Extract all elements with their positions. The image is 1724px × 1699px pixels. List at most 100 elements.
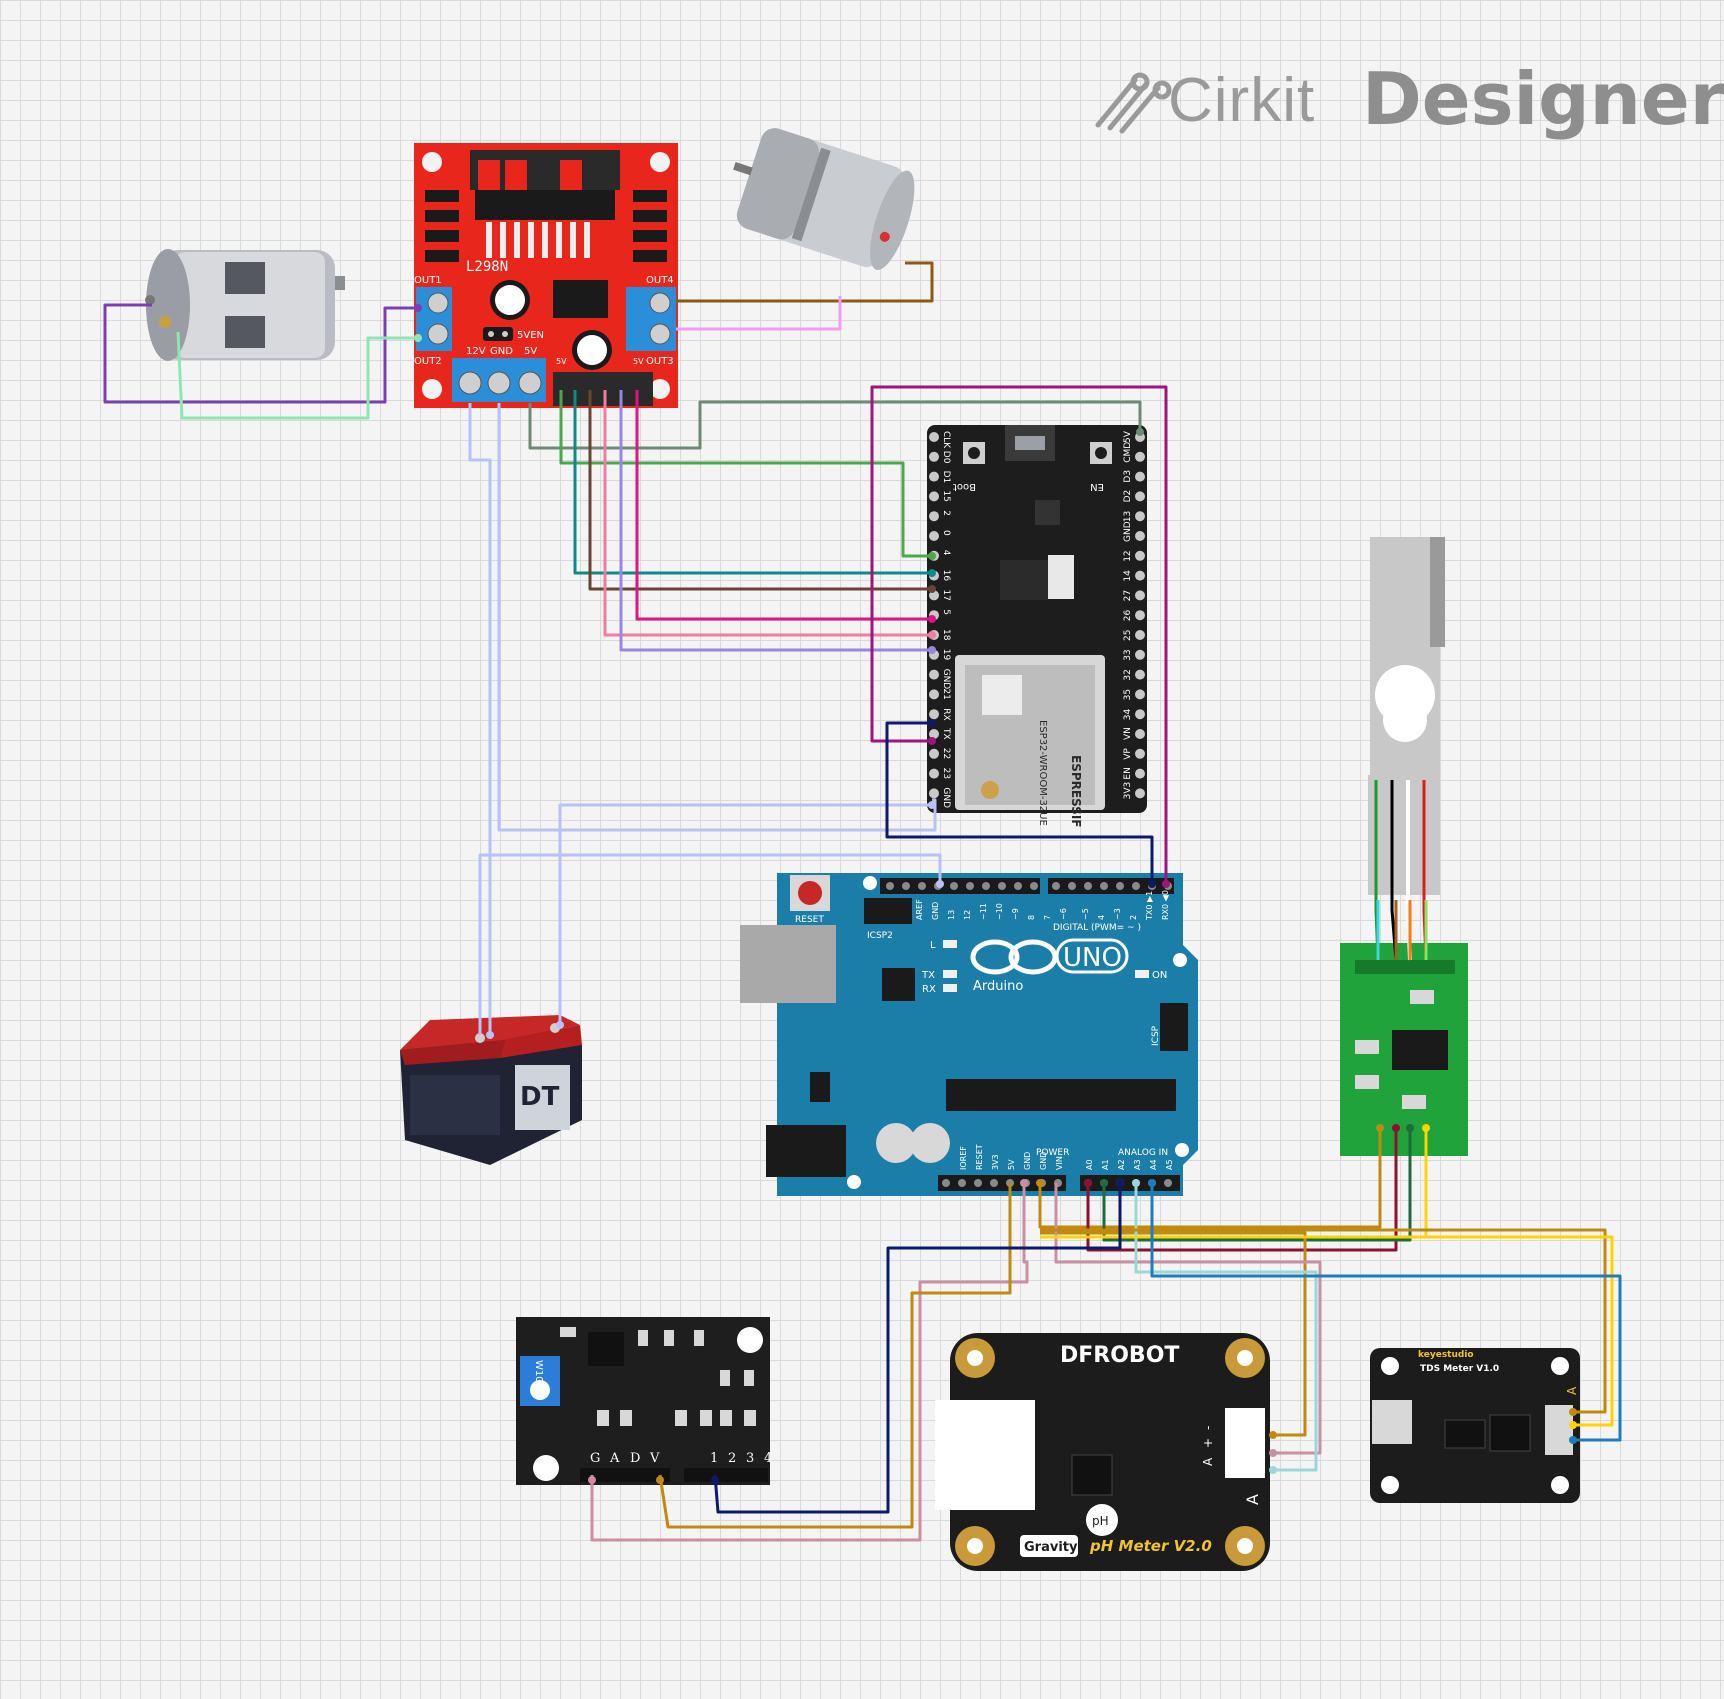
wire-endpoint[interactable]: [928, 569, 936, 577]
uno-header-pin[interactable]: [998, 882, 1006, 890]
esp32-pin[interactable]: [1135, 550, 1145, 561]
uno-digital-header-b[interactable]: [1048, 878, 1174, 894]
esp32-pin[interactable]: [1135, 491, 1145, 502]
uno-header-pin[interactable]: [1164, 1179, 1172, 1187]
wire-endpoint[interactable]: [1020, 1179, 1028, 1187]
wire-endpoint[interactable]: [588, 1476, 596, 1484]
uno-header-pin[interactable]: [1132, 882, 1140, 890]
wire-endpoint[interactable]: [928, 737, 936, 745]
uno-header-pin[interactable]: [902, 882, 910, 890]
esp32-pin[interactable]: [1135, 788, 1145, 799]
wire-endpoint[interactable]: [1269, 1431, 1277, 1439]
wire-endpoint[interactable]: [1148, 880, 1156, 888]
ph-meter-board[interactable]: DFROBOT -+A A pH Gravity pH Meter V2.0: [935, 1333, 1270, 1571]
uno-header-pin[interactable]: [958, 1179, 966, 1187]
uno-header-pin[interactable]: [942, 1179, 950, 1187]
wire-endpoint[interactable]: [1269, 1449, 1277, 1457]
l298n-out3-out4-terminal[interactable]: [626, 287, 676, 351]
uno-header-pin[interactable]: [950, 882, 958, 890]
esp32-pin[interactable]: [1135, 531, 1145, 541]
wire-endpoint[interactable]: [656, 1476, 664, 1484]
tds-probe-connector[interactable]: [1372, 1400, 1412, 1444]
uno-header-pin[interactable]: [1084, 882, 1092, 890]
esp32-pin[interactable]: [1135, 729, 1145, 739]
esp32-pin[interactable]: [1135, 451, 1145, 462]
esp32-pin[interactable]: [929, 531, 939, 541]
soil-1234-header[interactable]: [684, 1468, 768, 1482]
uno-header-pin[interactable]: [918, 882, 926, 890]
wire-endpoint[interactable]: [414, 334, 422, 342]
esp32-pin[interactable]: [929, 729, 939, 739]
wire-endpoint[interactable]: [486, 1031, 494, 1039]
wire-endpoint[interactable]: [928, 585, 936, 593]
esp32-pin[interactable]: [929, 491, 939, 502]
wire-endpoint[interactable]: [414, 304, 422, 312]
wire-endpoint[interactable]: [928, 615, 936, 623]
esp32-pin[interactable]: [929, 511, 939, 522]
wire-endpoint[interactable]: [1100, 1179, 1108, 1187]
wire-endpoint[interactable]: [928, 631, 936, 639]
tds-signal-connector[interactable]: [1545, 1405, 1573, 1455]
esp32-pin[interactable]: [929, 432, 939, 442]
uno-header-pin[interactable]: [1030, 882, 1038, 890]
wire-endpoint[interactable]: [1036, 1179, 1044, 1187]
wire-endpoint[interactable]: [556, 1021, 564, 1029]
wire-endpoint[interactable]: [1162, 880, 1170, 888]
usb-port[interactable]: [740, 925, 836, 1003]
esp32-devkit[interactable]: Boot EN ESP32-WROOM-32UE ESPRESSIF CLKD0…: [927, 425, 1147, 827]
uno-header-pin[interactable]: [1068, 882, 1076, 890]
esp32-pin[interactable]: [929, 689, 939, 700]
esp32-pin[interactable]: [1135, 630, 1145, 640]
esp32-pin[interactable]: [1135, 768, 1145, 779]
wire-endpoint[interactable]: [1269, 1466, 1277, 1474]
dc-motor-large[interactable]: [145, 249, 345, 361]
esp32-pin[interactable]: [1135, 471, 1145, 482]
wire-endpoint[interactable]: [1569, 1421, 1577, 1429]
tds-meter-board[interactable]: keyestudio TDS Meter V1.0 A: [1370, 1348, 1580, 1503]
wire-endpoint[interactable]: [928, 646, 936, 654]
wire-endpoint[interactable]: [711, 1476, 719, 1484]
wire-endpoint[interactable]: [1132, 1179, 1140, 1187]
esp32-pin[interactable]: [1135, 590, 1145, 601]
wire-endpoint[interactable]: [1084, 1179, 1092, 1187]
arduino-uno[interactable]: RESET ICSP2 ICSP UNO Arduino L TX RX ON …: [740, 873, 1198, 1196]
esp32-pin[interactable]: [929, 768, 939, 779]
wire-endpoint[interactable]: [1376, 1124, 1384, 1132]
wire-endpoint[interactable]: [928, 552, 936, 560]
esp32-pin[interactable]: [929, 748, 939, 759]
uno-header-pin[interactable]: [1014, 882, 1022, 890]
uno-digital-header-a[interactable]: [880, 878, 1040, 894]
esp32-pin[interactable]: [1135, 511, 1145, 522]
l298n-driver[interactable]: L298N 5VEN OUT1 OUT2 OUT4 OUT3 12V GND 5…: [414, 143, 678, 408]
esp32-pin[interactable]: [1135, 649, 1145, 660]
esp32-pin[interactable]: [1135, 669, 1145, 680]
wire-endpoint[interactable]: [1136, 428, 1144, 436]
wire-endpoint[interactable]: [1406, 1124, 1414, 1132]
esp32-pin[interactable]: [1135, 748, 1145, 759]
esp32-pin[interactable]: [929, 709, 939, 720]
wire-endpoint[interactable]: [1148, 1179, 1156, 1187]
uno-header-pin[interactable]: [974, 1179, 982, 1187]
wire-endpoint[interactable]: [928, 801, 936, 809]
wire-endpoint[interactable]: [1569, 1408, 1577, 1416]
uno-header-pin[interactable]: [990, 1179, 998, 1187]
uno-power-header[interactable]: [938, 1175, 1066, 1191]
uno-header-pin[interactable]: [886, 882, 894, 890]
ph-bnc-connector[interactable]: [935, 1400, 1035, 1510]
esp32-pin[interactable]: [929, 451, 939, 462]
uno-header-pin[interactable]: [1052, 882, 1060, 890]
wire-endpoint[interactable]: [1569, 1436, 1577, 1444]
wire-endpoint[interactable]: [1392, 1124, 1400, 1132]
esp32-pin[interactable]: [1135, 709, 1145, 720]
wire-endpoint[interactable]: [936, 880, 944, 888]
wire-endpoint[interactable]: [928, 719, 936, 727]
wire-endpoint[interactable]: [1116, 1179, 1124, 1187]
esp32-pin[interactable]: [1135, 570, 1145, 581]
dc-gear-motor[interactable]: [717, 119, 923, 275]
soil-gadv-header[interactable]: [580, 1468, 670, 1482]
esp32-pin[interactable]: [929, 788, 939, 799]
esp32-pin[interactable]: [929, 669, 939, 680]
uno-header-pin[interactable]: [966, 882, 974, 890]
esp32-pin[interactable]: [929, 471, 939, 482]
